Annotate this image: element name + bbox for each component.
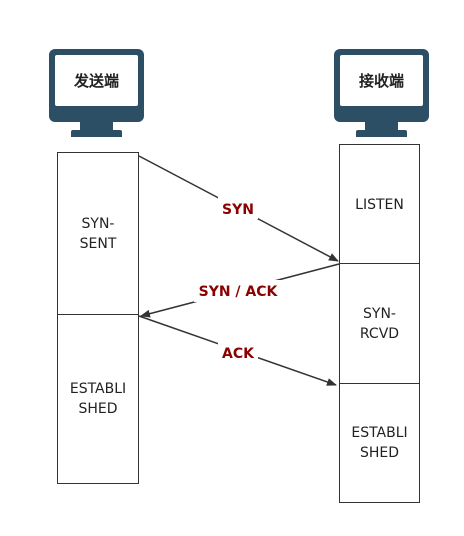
ack-label: ACK <box>222 346 255 362</box>
sender-monitor-icon: 发送端 <box>49 49 144 137</box>
syn-label: SYN <box>222 202 254 218</box>
receiver-monitor-icon: 接收端 <box>334 49 429 137</box>
syn-ack-label: SYN / ACK <box>199 284 279 300</box>
receiver-state-listen: LISTEN <box>339 144 420 265</box>
receiver-title: 接收端 <box>340 55 423 106</box>
receiver-monitor-screen: 接收端 <box>334 49 429 122</box>
sender-title: 发送端 <box>55 55 138 106</box>
receiver-state-syn-rcvd: SYN- RCVD <box>339 263 420 385</box>
sender-state-established: ESTABLI SHED <box>57 314 139 484</box>
receiver-state-established: ESTABLI SHED <box>339 383 420 503</box>
sender-monitor-screen: 发送端 <box>49 49 144 122</box>
sender-state-syn-sent: SYN- SENT <box>57 152 139 315</box>
